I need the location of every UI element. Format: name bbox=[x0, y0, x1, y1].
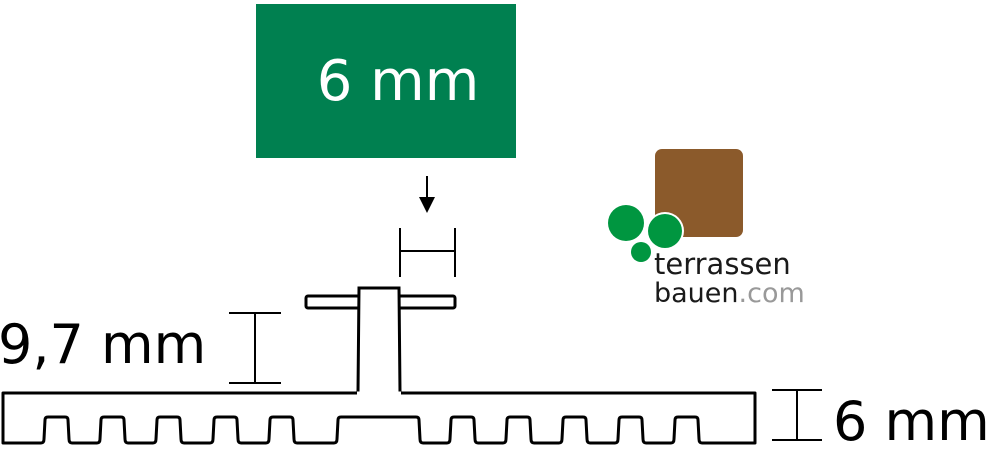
arrow-down-icon bbox=[419, 176, 435, 213]
height-dimension bbox=[229, 312, 281, 384]
gap-dimension bbox=[399, 228, 456, 277]
gap-label: 6 mm bbox=[316, 48, 480, 114]
clip-stem bbox=[356, 286, 402, 393]
thickness-dimension bbox=[772, 389, 822, 441]
decking-profile-outline bbox=[1, 391, 757, 445]
logo-text-line2: bauen.com bbox=[654, 280, 805, 307]
logo-mark bbox=[608, 149, 743, 262]
gap-label-box: 6 mm bbox=[256, 4, 516, 158]
logo-suffix: .com bbox=[738, 278, 805, 309]
thickness-label: 6 mm bbox=[833, 390, 990, 453]
logo-word: bauen bbox=[654, 278, 739, 309]
logo-text-line1: terrassen bbox=[654, 247, 791, 281]
height-label: 9,7 mm bbox=[0, 313, 207, 376]
